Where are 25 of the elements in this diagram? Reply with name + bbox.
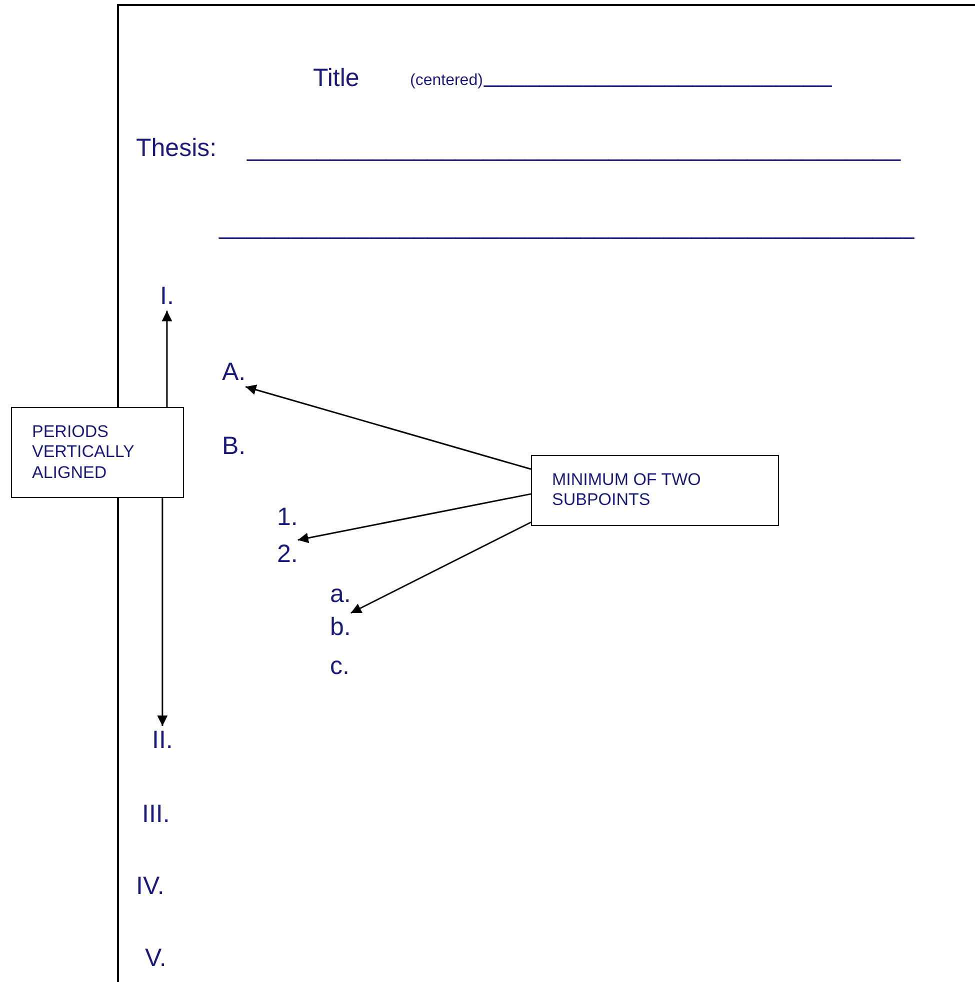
arrow: [298, 493, 532, 544]
outline-marker: a.: [330, 580, 351, 609]
outline-marker: A.: [222, 358, 246, 387]
outline-marker: 1.: [277, 503, 298, 532]
fill-in-line: __________________________________________________: [219, 212, 914, 241]
arrow: [350, 522, 532, 614]
title-text: Title: [313, 64, 360, 93]
outline-marker: I.: [160, 282, 174, 311]
outline-marker: 2.: [277, 540, 298, 569]
outline-marker: II.: [152, 726, 173, 755]
outline-marker: V.: [145, 944, 166, 973]
arrow: [157, 498, 168, 726]
outline-marker: c.: [330, 652, 350, 681]
outline-marker: b.: [330, 613, 351, 642]
outline-marker: IV.: [136, 872, 164, 901]
arrow: [162, 310, 172, 407]
fill-in-line: _________________________: [484, 60, 832, 89]
callout-box: MINIMUM OF TWO SUBPOINTS: [531, 455, 779, 526]
thesis-label: Thesis:: [136, 134, 217, 163]
callout-box: PERIODS VERTICALLY ALIGNED: [11, 407, 184, 498]
arrow: [245, 384, 532, 470]
note-text: (centered): [410, 72, 483, 90]
outline-marker: III.: [142, 800, 170, 829]
outline-marker: B.: [222, 432, 246, 461]
fill-in-line: _______________________________________________: [247, 134, 900, 163]
